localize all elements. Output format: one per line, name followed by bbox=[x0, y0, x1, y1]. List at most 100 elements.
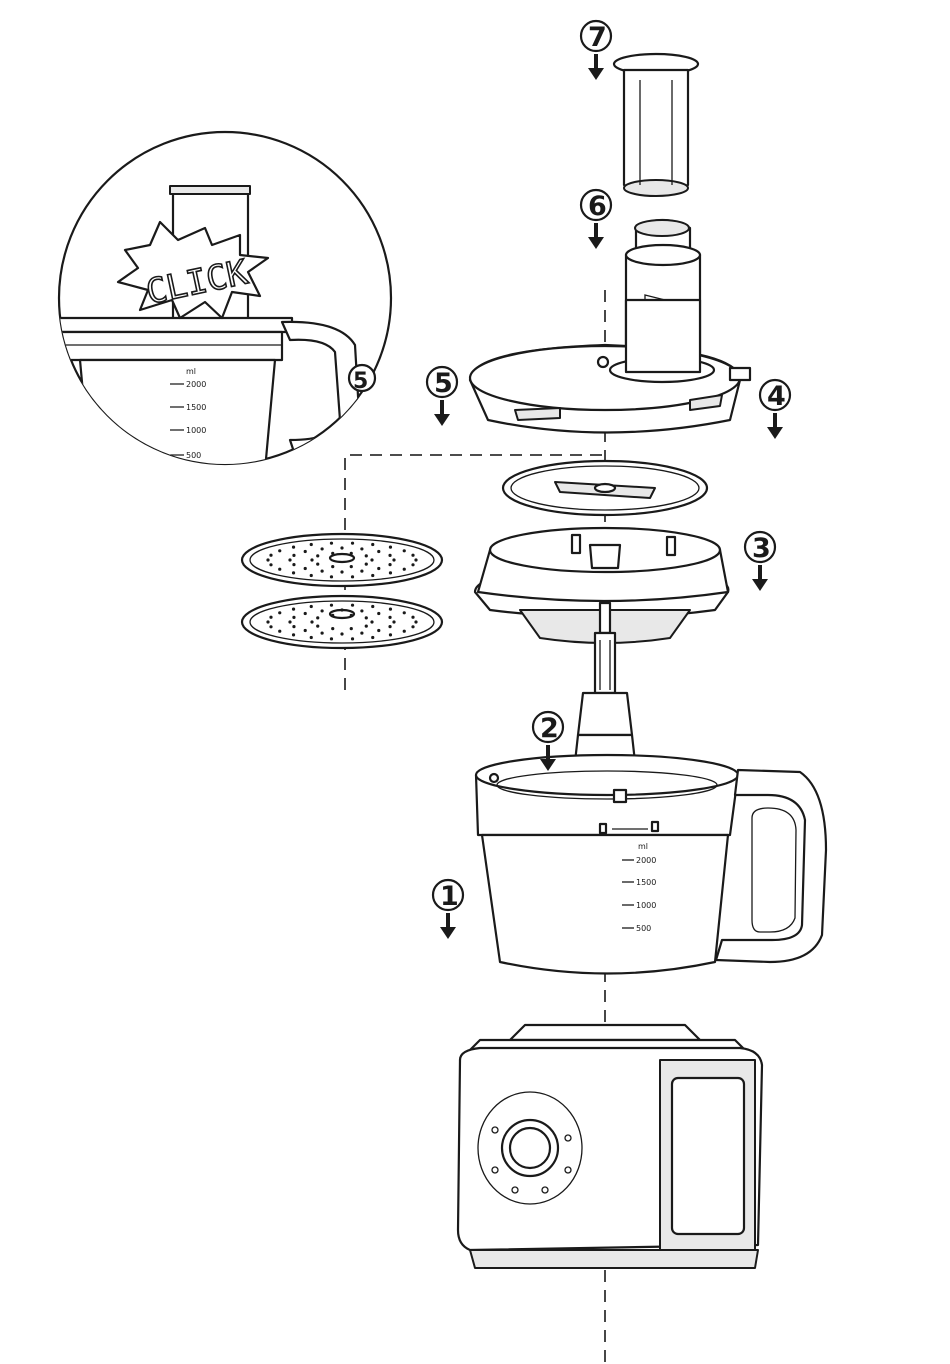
grater-hole bbox=[288, 558, 291, 561]
grater-hole bbox=[321, 547, 324, 550]
step-4-marker: 4 bbox=[760, 380, 790, 439]
grater-hole bbox=[351, 542, 354, 545]
grater-hole bbox=[388, 554, 391, 557]
grater-hole bbox=[292, 571, 295, 574]
grater-hole bbox=[360, 547, 363, 550]
grater-hole bbox=[310, 574, 313, 577]
grater-hole bbox=[304, 629, 307, 632]
grater-hole bbox=[389, 546, 392, 549]
step-1-marker: 1 bbox=[433, 880, 463, 939]
detail-scale-mark: 1500 bbox=[186, 403, 206, 412]
grater-hole bbox=[360, 569, 363, 572]
grater-hole bbox=[377, 612, 380, 615]
grater-hole bbox=[331, 565, 334, 568]
bowl-scale-mark: 1000 bbox=[636, 901, 656, 910]
grater-hole bbox=[350, 552, 353, 555]
grater-hole bbox=[389, 608, 392, 611]
grater-hole bbox=[340, 546, 343, 549]
grater-hole bbox=[392, 558, 395, 561]
grater-hole bbox=[411, 625, 414, 628]
grater-hole bbox=[351, 637, 354, 640]
grater-hole bbox=[304, 612, 307, 615]
grater-hole bbox=[360, 609, 363, 612]
grater-hole bbox=[304, 550, 307, 553]
grater-hole bbox=[292, 554, 295, 557]
step-6-marker: 6 bbox=[581, 190, 611, 249]
grater-hole bbox=[350, 614, 353, 617]
grater-hole bbox=[316, 616, 319, 619]
detail-step-label: 5 bbox=[353, 369, 368, 394]
grater-hole bbox=[411, 563, 414, 566]
grater-hole bbox=[331, 552, 334, 555]
grater-hole bbox=[278, 611, 281, 614]
grater-hole bbox=[310, 543, 313, 546]
grater-hole bbox=[340, 570, 343, 573]
grater-hole bbox=[292, 625, 295, 628]
outer-pusher-part bbox=[614, 54, 698, 196]
grater-hole bbox=[316, 554, 319, 557]
grater-hole bbox=[371, 543, 374, 546]
grater-hole bbox=[292, 616, 295, 619]
grater-hole bbox=[403, 568, 406, 571]
grater-hole bbox=[365, 625, 368, 628]
grater-hole bbox=[331, 627, 334, 630]
grater-hole bbox=[331, 614, 334, 617]
motor-base-part bbox=[458, 1025, 762, 1268]
grater-hole bbox=[340, 632, 343, 635]
detail-magnifier: ml 2000 1500 1000 500 CLICK 5 bbox=[50, 132, 391, 470]
detail-scale-mark: 500 bbox=[186, 451, 201, 460]
grater-hole bbox=[310, 558, 313, 561]
step-label: 5 bbox=[434, 368, 453, 399]
bowl-scale-unit: ml bbox=[638, 842, 648, 851]
grater-hole bbox=[330, 575, 333, 578]
grater-hole bbox=[278, 568, 281, 571]
grater-hole bbox=[388, 563, 391, 566]
grater-hole bbox=[377, 550, 380, 553]
grater-hole bbox=[310, 620, 313, 623]
step-label: 3 bbox=[752, 533, 771, 564]
bowl-part: ml 2000 1500 1000 500 bbox=[476, 755, 826, 974]
grater-hole bbox=[269, 563, 272, 566]
grater-hole bbox=[365, 563, 368, 566]
slicing-disc-part bbox=[503, 461, 707, 515]
step-3-marker: 3 bbox=[745, 532, 775, 591]
grater-hole bbox=[340, 608, 343, 611]
step-7-marker: 7 bbox=[581, 21, 611, 80]
grater-hole bbox=[321, 569, 324, 572]
step-label: 7 bbox=[588, 22, 607, 53]
grater-hole bbox=[403, 630, 406, 633]
grater-disc-bottom bbox=[242, 596, 442, 648]
detail-scale-mark: 2000 bbox=[186, 380, 206, 389]
down-arrow-icon bbox=[767, 427, 783, 439]
down-arrow-icon bbox=[588, 68, 604, 80]
grater-hole bbox=[278, 630, 281, 633]
grater-hole bbox=[371, 636, 374, 639]
grater-hole bbox=[330, 604, 333, 607]
grater-hole bbox=[365, 616, 368, 619]
bowl-scale-mark: 2000 bbox=[636, 856, 656, 865]
grater-hole bbox=[292, 563, 295, 566]
grater-hole bbox=[371, 605, 374, 608]
detail-scale-unit: ml bbox=[186, 367, 196, 376]
step-label: 6 bbox=[588, 191, 607, 222]
step-5-marker: 5 bbox=[427, 367, 457, 426]
grater-hole bbox=[389, 633, 392, 636]
down-arrow-icon bbox=[434, 414, 450, 426]
step-label: 1 bbox=[440, 881, 459, 912]
grater-hole bbox=[266, 558, 269, 561]
grater-hole bbox=[377, 567, 380, 570]
grater-hole bbox=[350, 565, 353, 568]
grater-hole bbox=[377, 629, 380, 632]
grater-hole bbox=[411, 554, 414, 557]
bowl-scale-mark: 500 bbox=[636, 924, 651, 933]
grater-hole bbox=[350, 627, 353, 630]
down-arrow-icon bbox=[440, 927, 456, 939]
grater-hole bbox=[292, 546, 295, 549]
grater-hole bbox=[269, 616, 272, 619]
step-label: 4 bbox=[767, 381, 786, 412]
grater-hole bbox=[278, 549, 281, 552]
grater-hole bbox=[288, 620, 291, 623]
grater-hole bbox=[330, 542, 333, 545]
grater-hole bbox=[411, 616, 414, 619]
